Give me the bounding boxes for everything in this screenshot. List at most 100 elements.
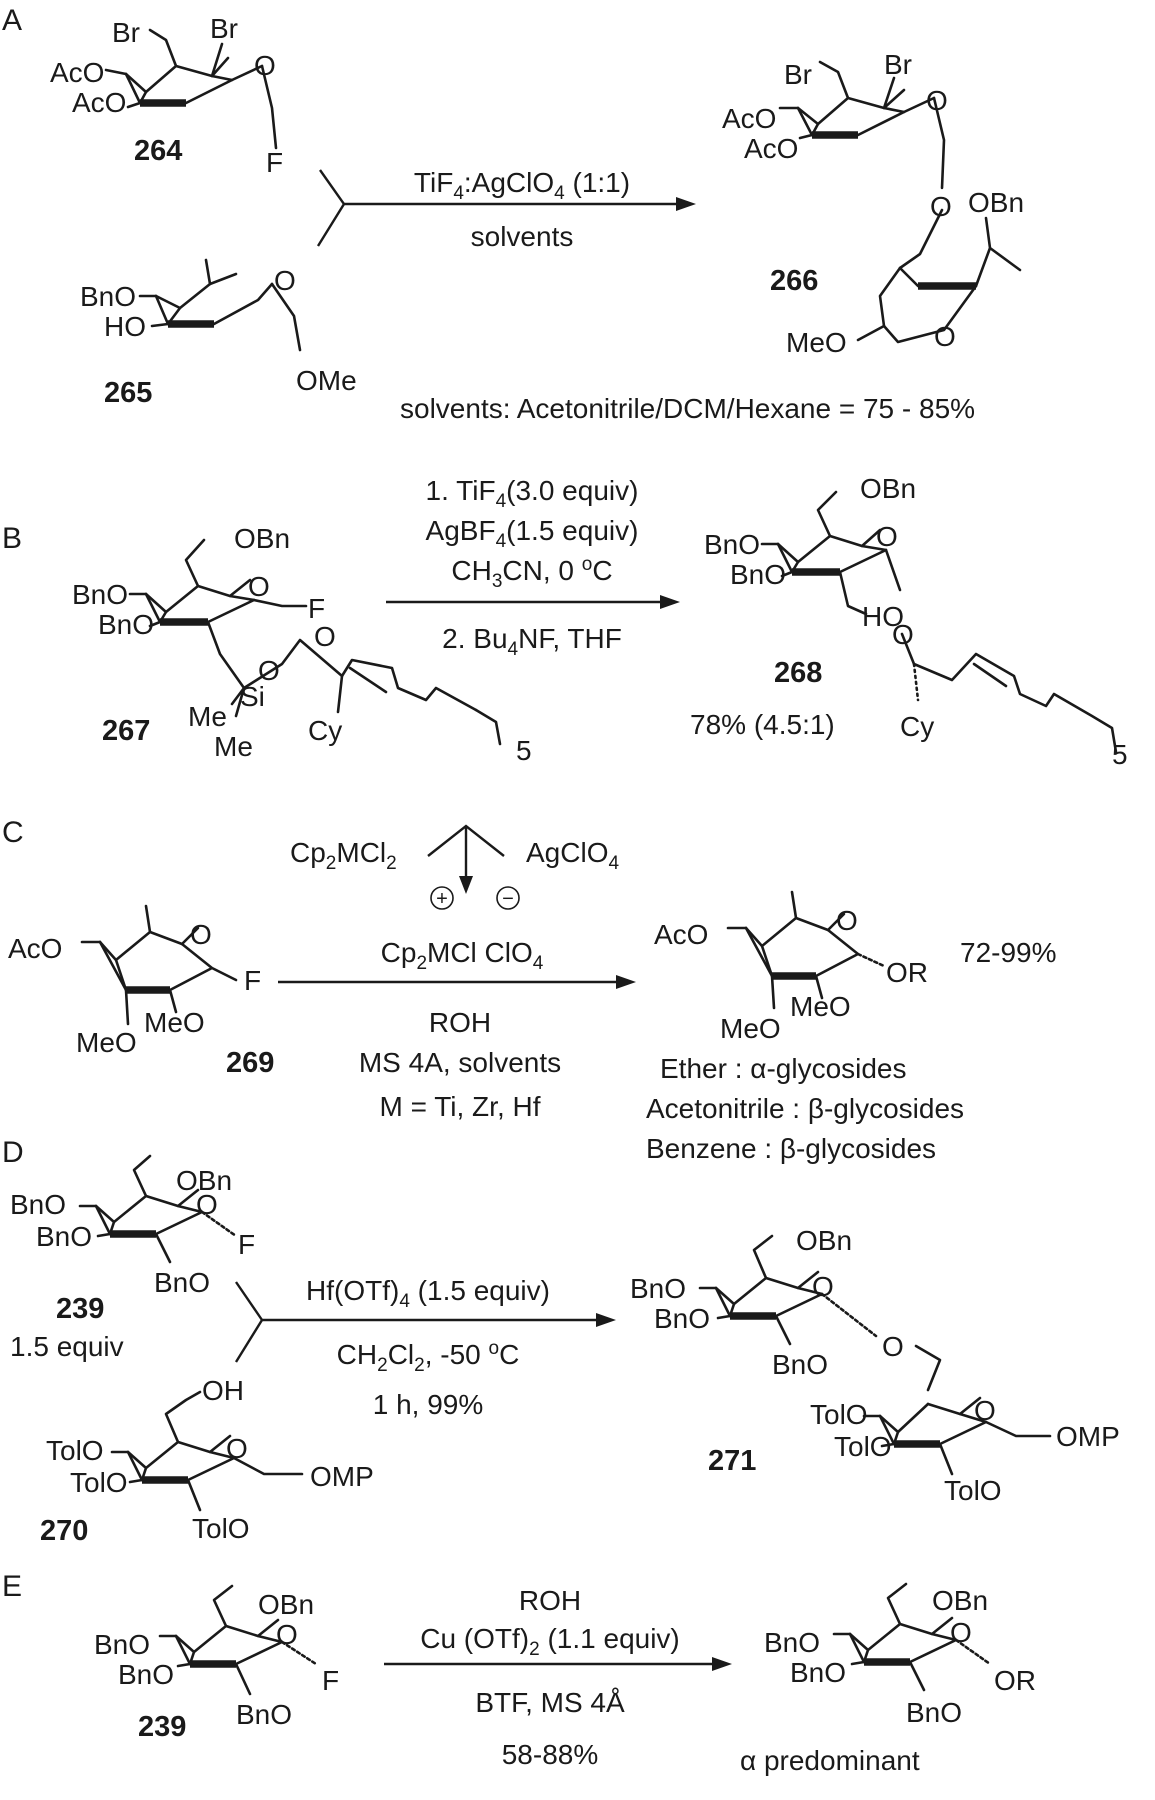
negative-charge: [496, 886, 520, 910]
reaction-condition: 1. TiF4(3.0 equiv): [426, 475, 639, 512]
section-e: E OBn BnO BnO BnO O F 239 ROH Cu (OTf)2 …: [2, 1570, 1036, 1776]
ring-oxygen-label: O: [974, 1395, 996, 1426]
obn-label: OBn: [932, 1585, 988, 1616]
tolo-label: TolO: [834, 1431, 892, 1462]
compound-number: 239: [56, 1293, 104, 1325]
tolo-label: TolO: [192, 1513, 250, 1544]
reaction-condition: BTF, MS 4Å: [475, 1687, 625, 1718]
ring-oxygen-label: O: [190, 919, 212, 950]
compound-number: 268: [774, 657, 822, 689]
bno-label: BnO: [94, 1629, 150, 1660]
fluoro-label: F: [308, 593, 325, 624]
bno-label: BnO: [630, 1273, 686, 1304]
br-label: Br: [112, 17, 140, 48]
reaction-condition: ROH: [519, 1585, 581, 1616]
meo-label: MeO: [76, 1027, 137, 1058]
glycosidic-oxygen-label: O: [930, 191, 952, 222]
reactant-combine-bond: [316, 169, 346, 247]
omp-label: OMP: [1056, 1421, 1120, 1452]
solvent-yield-note: solvents: Acetonitrile/DCM/Hexane = 75 -…: [400, 393, 975, 424]
molecule-239-donor: OBn BnO BnO BnO O F 239 1.5 equiv: [10, 1154, 255, 1362]
compound-number: 271: [708, 1445, 756, 1477]
aco-label: AcO: [50, 57, 104, 88]
bno-label: BnO: [654, 1303, 710, 1334]
minus-sign: −: [502, 888, 514, 910]
molecule-267: OBn BnO BnO O F O O Si Me Me Cy 5 267: [72, 523, 532, 766]
arrow-head: [676, 197, 696, 211]
compound-number: 270: [40, 1515, 88, 1547]
bno-label: BnO: [790, 1657, 846, 1688]
bno-label: BnO: [764, 1627, 820, 1658]
fluoro-label: F: [244, 965, 261, 996]
br-label: Br: [210, 13, 238, 44]
reaction-time-yield: 1 h, 99%: [373, 1389, 484, 1420]
meo-label: MeO: [720, 1013, 781, 1044]
cyclohexyl-label: Cy: [308, 715, 342, 746]
ring-oxygen-label: O: [274, 265, 296, 296]
repeat-count: 5: [516, 735, 532, 766]
compound-number: 269: [226, 1047, 274, 1079]
glycosidic-oxygen-label: O: [882, 1331, 904, 1362]
aco-label: AcO: [72, 87, 126, 118]
active-catalyst: Cp2MCl ClO4: [381, 937, 544, 974]
molecule-269: AcO O F MeO MeO 269: [8, 904, 274, 1079]
ring-oxygen-label: O: [812, 1271, 834, 1302]
obn-label: OBn: [860, 473, 916, 504]
ring-oxygen-label: O: [876, 521, 898, 552]
tolo-label: TolO: [46, 1435, 104, 1466]
yield-text: 78% (4.5:1): [690, 709, 835, 740]
bno-label: BnO: [154, 1267, 210, 1298]
section-label-a: A: [2, 4, 22, 37]
reaction-condition: CH3CN, 0 oC: [451, 554, 612, 592]
ho-label: HO: [104, 311, 146, 342]
compound-number: 265: [104, 377, 152, 409]
or-label: OR: [994, 1665, 1036, 1696]
section-label-e: E: [2, 1570, 22, 1603]
reaction-reagent: Hf(OTf)4 (1.5 equiv): [306, 1275, 550, 1312]
tolo-label: TolO: [70, 1467, 128, 1498]
reaction-solvent: CH2Cl2, -50 oC: [337, 1338, 520, 1376]
silicon-label: Si: [240, 681, 265, 712]
bno-label: BnO: [98, 609, 154, 640]
compound-number: 239: [138, 1711, 186, 1743]
obn-label: OBn: [176, 1165, 232, 1196]
reaction-condition: MS 4A, solvents: [359, 1047, 561, 1078]
molecule-264: Br Br AcO AcO O F 264: [50, 13, 283, 178]
aco-label: AcO: [722, 103, 776, 134]
section-label-b: B: [2, 522, 22, 555]
bno-label: BnO: [36, 1221, 92, 1252]
aco-label: AcO: [654, 919, 708, 950]
molecule-271: OBn BnO BnO BnO O O TolO TolO TolO O OMP…: [630, 1225, 1120, 1506]
plus-sign: +: [436, 888, 448, 910]
fluoro-label: F: [322, 1665, 339, 1696]
silyl-oxygen-label: O: [258, 655, 280, 686]
obn-label: OBn: [258, 1589, 314, 1620]
bno-label: BnO: [730, 559, 786, 590]
reaction-condition: AgBF4(1.5 equiv): [426, 515, 639, 552]
ring-oxygen-label: O: [226, 1433, 248, 1464]
compound-number: 267: [102, 715, 150, 747]
reaction-condition: 2. Bu4NF, THF: [442, 623, 622, 660]
ring-oxygen-label: O: [950, 1617, 972, 1648]
bno-label: BnO: [72, 579, 128, 610]
cyclohexyl-label: Cy: [900, 711, 934, 742]
tolo-label: TolO: [810, 1399, 868, 1430]
meo-label: MeO: [786, 327, 847, 358]
solvent-outcome: Acetonitrile : β-glycosides: [646, 1093, 964, 1124]
hydroxyl-label: OH: [202, 1375, 244, 1406]
reactant-combine-bond: [234, 1281, 264, 1363]
reaction-solvent: solvents: [471, 221, 574, 252]
compound-number: 266: [770, 265, 818, 297]
equiv-text: 1.5 equiv: [10, 1331, 124, 1362]
arrow-head: [660, 595, 680, 609]
ring-oxygen-label: O: [248, 571, 270, 602]
fluoro-label: F: [238, 1229, 255, 1260]
arrow-head: [712, 1657, 732, 1671]
section-b: B OBn BnO BnO O F O O Si Me Me Cy 5: [2, 473, 1128, 770]
molecule-268: OBn BnO BnO O HO O Cy 5 268: [704, 473, 1128, 770]
bno-label: BnO: [906, 1697, 962, 1728]
molecule-270-acceptor: OH TolO TolO TolO O OMP 270: [40, 1375, 374, 1547]
meo-label: MeO: [144, 1007, 205, 1038]
br-label: Br: [884, 49, 912, 80]
methyl-label: Me: [188, 701, 227, 732]
